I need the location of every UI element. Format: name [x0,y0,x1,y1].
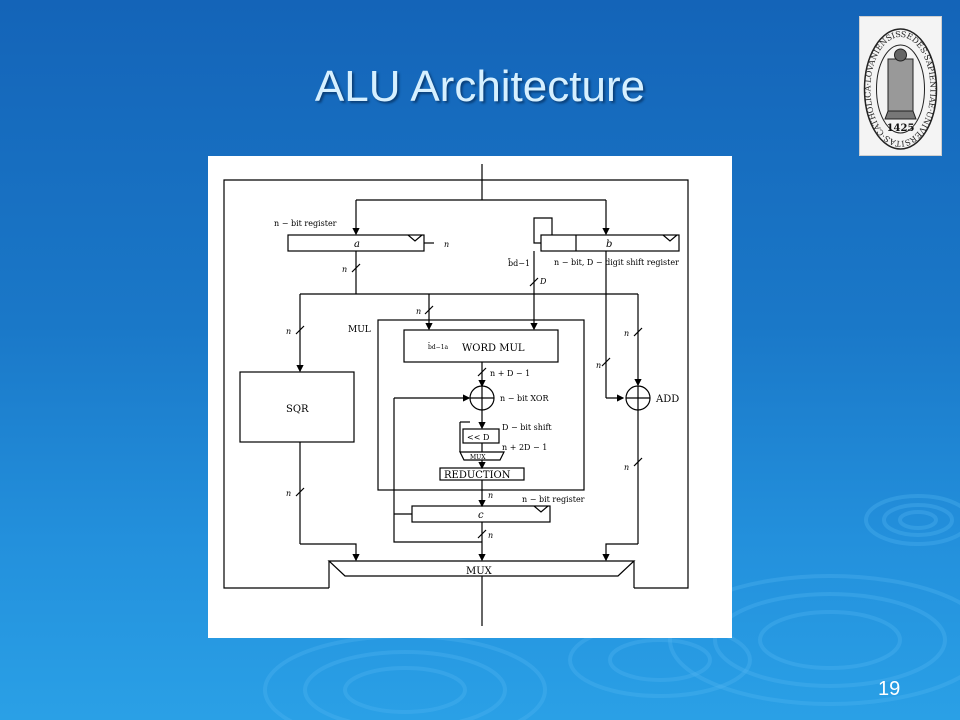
register-c: c [478,510,484,521]
label-n-sqr-in: n [286,327,291,336]
label-b-shift-register: n − bit, D − digit shift register [554,258,679,267]
seal-year: 1425 [887,123,915,134]
label-D: D [539,277,547,286]
label-n-right-of-a: n [444,240,449,249]
diagram-wires [223,164,689,626]
reduction-label: REDUCTION [444,470,511,481]
label-n-mul-in: n [416,307,421,316]
mux-label: MUX [466,566,493,577]
university-seal-logo: SEDES·SAPIENTIAE·UNIVERSITAS·CATHOLICA·L… [859,16,942,156]
word-mul-label: WORD MUL [462,343,525,354]
label-bd: b̄d−1 [507,258,530,268]
slide-title: ALU Architecture [314,62,646,111]
word-mul-sub: b̄d−1a [427,344,448,351]
label-n-below-a: n [342,265,347,274]
label-n2D1: n + 2D − 1 [502,443,547,452]
label-n-sqr-out: n [286,489,291,498]
add-label: ADD [655,394,679,405]
label-nD1: n + D − 1 [490,369,530,378]
label-n-reduction-out: n [488,491,493,500]
shift-box-label: << D [467,433,489,442]
label-n-c-out: n [488,531,493,540]
small-mux-label: MUX [470,454,486,461]
alu-diagram: n − bit register a n b n − bit, D − digi… [208,156,732,638]
label-n-add-out: n [624,463,629,472]
label-mul: MUL [348,325,371,335]
label-n-add-in2: n [596,361,601,370]
register-b: b [606,239,612,250]
label-nbit-register-a: n − bit register [274,219,337,228]
sqr-label: SQR [286,404,309,415]
diagram-labels: n − bit register a n b n − bit, D − digi… [274,219,679,577]
label-n-add-in1: n [624,329,629,338]
register-a: a [354,239,360,250]
label-nbit-register-c: n − bit register [522,495,585,504]
label-Dbit-shift: D − bit shift [502,423,552,432]
page-number: 19 [878,678,901,700]
label-nbit-xor: n − bit XOR [500,394,549,403]
